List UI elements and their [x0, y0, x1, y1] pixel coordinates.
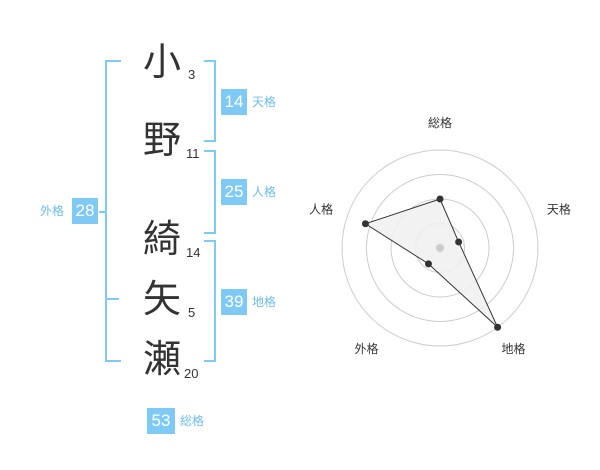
gaikaku-label: 外格: [40, 204, 65, 218]
radar-center-dot: [436, 244, 444, 252]
jinkaku-label: 人格: [252, 185, 277, 199]
stroke-count-5: 20: [184, 366, 199, 381]
tenkaku-bracket: [204, 60, 216, 142]
stroke-count-1: 3: [188, 67, 196, 82]
gaikaku-bracket-stub: [99, 211, 105, 213]
radar-axis-label-0: 総格: [428, 115, 452, 130]
soukaku-value: 53: [147, 408, 175, 434]
stroke-count-4: 5: [188, 305, 196, 320]
jinkaku-bracket: [204, 150, 216, 234]
name-char-2: 野: [142, 118, 181, 162]
gaikaku-value: 28: [72, 198, 98, 224]
soukaku-label: 総格: [180, 414, 205, 428]
radar-point-1: [455, 238, 463, 246]
name-char-5: 瀬: [142, 337, 181, 381]
radar-axis-label-3: 外格: [355, 341, 379, 356]
radar-axis-label-4: 人格: [309, 201, 333, 216]
stroke-count-3: 14: [186, 245, 201, 260]
radar-point-0: [436, 195, 444, 203]
radar-points: [361, 195, 502, 331]
radar-axis-label-1: 天格: [547, 201, 571, 216]
radar-point-3: [424, 260, 432, 268]
chikaku-value: 39: [221, 289, 247, 315]
name-char-1: 小: [142, 40, 181, 84]
radar-point-2: [494, 323, 502, 331]
radar-point-4: [361, 220, 369, 228]
stroke-count-2: 11: [186, 146, 200, 161]
chikaku-bracket: [204, 240, 216, 362]
tenkaku-label: 天格: [252, 95, 277, 109]
chikaku-label: 地格: [252, 295, 277, 309]
radar-ring-3: [366, 174, 514, 322]
radar-ring-4: [341, 149, 539, 347]
gaikaku-bracket-divider: [107, 298, 119, 300]
radar-axis-label-2: 地格: [501, 341, 525, 356]
name-char-3: 綺: [142, 217, 181, 261]
jinkaku-value: 25: [221, 179, 247, 205]
gaikaku-bracket: [105, 60, 121, 362]
tenkaku-value: 14: [221, 89, 247, 115]
name-char-4: 矢: [142, 277, 181, 321]
